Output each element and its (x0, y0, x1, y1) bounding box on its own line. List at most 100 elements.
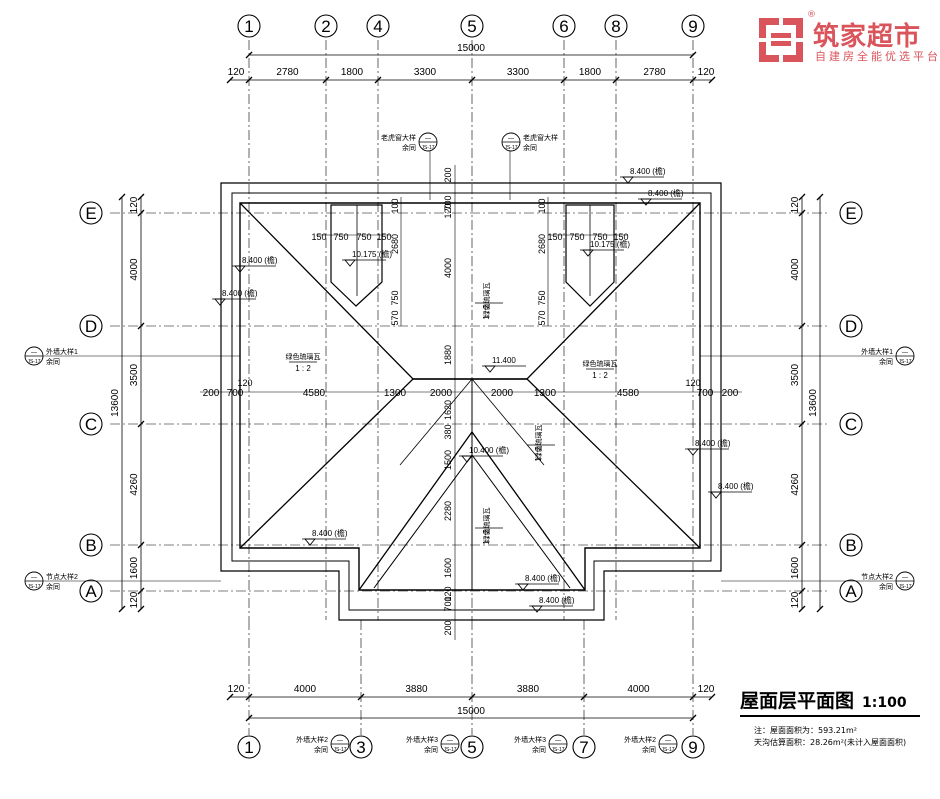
callout-bottom-1-number: — (337, 738, 343, 744)
valley-line-left (399, 378, 473, 466)
dimension-tick (137, 193, 145, 201)
callout-right-eave-number: — (902, 575, 908, 581)
note-roof-area: 注：屋面面积为：593.21m² (754, 726, 857, 735)
elev-eave-top-1-label: 8.400 (檐) (630, 166, 666, 176)
elev-valley-label: 10.400 (檐) (469, 445, 509, 455)
roof-hip-north (239, 202, 701, 380)
left-dim-label: 120 (129, 196, 140, 213)
dimension-tick (245, 51, 253, 59)
left-dim-label: 4000 (129, 258, 140, 281)
interior-dim-label: 700 (697, 388, 714, 399)
grid-bubble-bottom-9-label: 9 (688, 738, 697, 757)
elev-ridge-label: 11.400 (492, 356, 516, 365)
callout-left-eave-sub: 余同 (46, 582, 60, 591)
dimension-tick (245, 76, 253, 84)
bottom-dim-label: 4000 (627, 684, 650, 695)
dimension-tick (689, 51, 697, 59)
callout-bottom-4-number: — (665, 738, 671, 744)
center-vert-dim: 4000 (443, 258, 453, 278)
dimension-tick (137, 605, 145, 613)
grid-bubble-top-1-label: 1 (244, 17, 253, 36)
interior-dim-label: 1300 (384, 388, 407, 399)
dormer-left-dim: 150 (376, 232, 391, 242)
dormer-right (565, 204, 615, 307)
callout-right-eave-sub: 余同 (879, 582, 893, 591)
center-vert-dim: 2280 (443, 501, 453, 521)
center-vert-dim: 700 (443, 596, 453, 611)
callout-bottom-2-number: — (447, 738, 453, 744)
bottom-dim-label: 4000 (294, 684, 317, 695)
callout-right-eave-title: 节点大样2 (861, 572, 893, 581)
grid-bubble-left-B-label: B (85, 536, 96, 555)
interior-dim-label: 4580 (303, 388, 326, 399)
interior-dim-label: 700 (227, 388, 244, 399)
top-dim-label: 1800 (579, 67, 602, 78)
slope-south-gable-material: 绿色琉璃瓦 (482, 508, 491, 543)
dimension-tick (689, 693, 697, 701)
eave-outline-inner (231, 192, 712, 611)
interior-dim-label: 2000 (430, 388, 453, 399)
callout-left-eave-ref: JS-17 (27, 584, 40, 590)
interior-dim-label: 1300 (534, 388, 557, 399)
top-dim-label: 2780 (643, 67, 666, 78)
dimension-tick (708, 76, 716, 84)
center-vert-dim: 200 (443, 620, 453, 635)
center-vert-dim: 120 (443, 586, 453, 601)
elev-right-wall-triangle (710, 491, 722, 499)
dimension-tick (798, 193, 806, 201)
grid-bubble-right-A-label: A (845, 582, 857, 601)
grid-bubble-bottom-5-label: 5 (467, 738, 476, 757)
brand-slogan: 自建房全能优选平台 (815, 50, 940, 63)
grid-bubble-top-1-circle (237, 14, 261, 38)
valley-line-right (471, 378, 545, 466)
callout-right-wall-title: 外墙大样1 (861, 347, 893, 356)
dimension-tick (245, 714, 253, 722)
grid-bubble-left-E-circle (79, 201, 103, 225)
vert-left-dim: 100 (390, 198, 400, 213)
dimension-tick (357, 693, 365, 701)
elev-bottom-left-triangle (304, 538, 316, 546)
dimension-tick (226, 693, 234, 701)
dimension-tick (816, 605, 824, 613)
vert-right-dim: 2680 (537, 234, 547, 254)
grid-bubble-right-D-circle (839, 314, 863, 338)
grid-bubble-right-D-label: D (845, 317, 857, 336)
callout-bottom-3-title: 外墙大样3 (514, 735, 546, 744)
dormer-right-dim: 150 (613, 232, 628, 242)
callout-left-wall-number: — (31, 350, 37, 356)
callout-left-wall-ref: JS-17 (27, 359, 40, 365)
callout-left-eave-title: 节点大样2 (46, 572, 78, 581)
slope-east-ratio: 1 : 2 (592, 371, 608, 380)
vert-left-dim: 750 (390, 290, 400, 305)
bottom-dim-label: 120 (228, 684, 245, 695)
grid-bubble-bottom-7-circle (572, 735, 596, 759)
dimension-tick (798, 605, 806, 613)
interior-dim-label: 4580 (617, 388, 640, 399)
callout-bottom-4-title: 外墙大样2 (624, 735, 656, 744)
right-dim-label: 4260 (790, 473, 801, 496)
vert-left-dim: 2680 (390, 234, 400, 254)
top-dim-label: 1800 (341, 67, 364, 78)
center-vert-dim: 200 (443, 167, 453, 182)
elev-dormer-right-label: 10.175 (檐) (590, 239, 630, 249)
grid-bubble-top-5-label: 5 (467, 17, 476, 36)
slope-north-material: 绿色琉璃瓦 (482, 283, 491, 318)
dimension-tick (226, 76, 234, 84)
callout-bottom-3-ref: JS-17 (551, 747, 564, 753)
slope-south-center-material: 绿色琉璃瓦 (534, 425, 543, 460)
callout-bottom-4-ref: JS-17 (661, 747, 674, 753)
callout-right-wall-ref: JS-17 (898, 359, 911, 365)
eave-outline-outer (220, 182, 722, 621)
top-dim-label: 120 (228, 67, 245, 78)
vert-right-dim: 570 (537, 310, 547, 325)
drawing-title: 屋面层平面图 (740, 690, 855, 712)
slope-south-gable-ratio: 1 : 2 (482, 529, 491, 545)
grid-bubble-left-A-circle (79, 579, 103, 603)
slope-west-ratio: 1 : 2 (295, 364, 311, 373)
roof-hip-sw (239, 378, 414, 549)
interior-dim-label: 2000 (491, 388, 514, 399)
drawing-scale: 1:100 (862, 695, 907, 711)
grid-bubble-bottom-5-circle (460, 735, 484, 759)
grid-bubble-top-4-circle (366, 14, 390, 38)
